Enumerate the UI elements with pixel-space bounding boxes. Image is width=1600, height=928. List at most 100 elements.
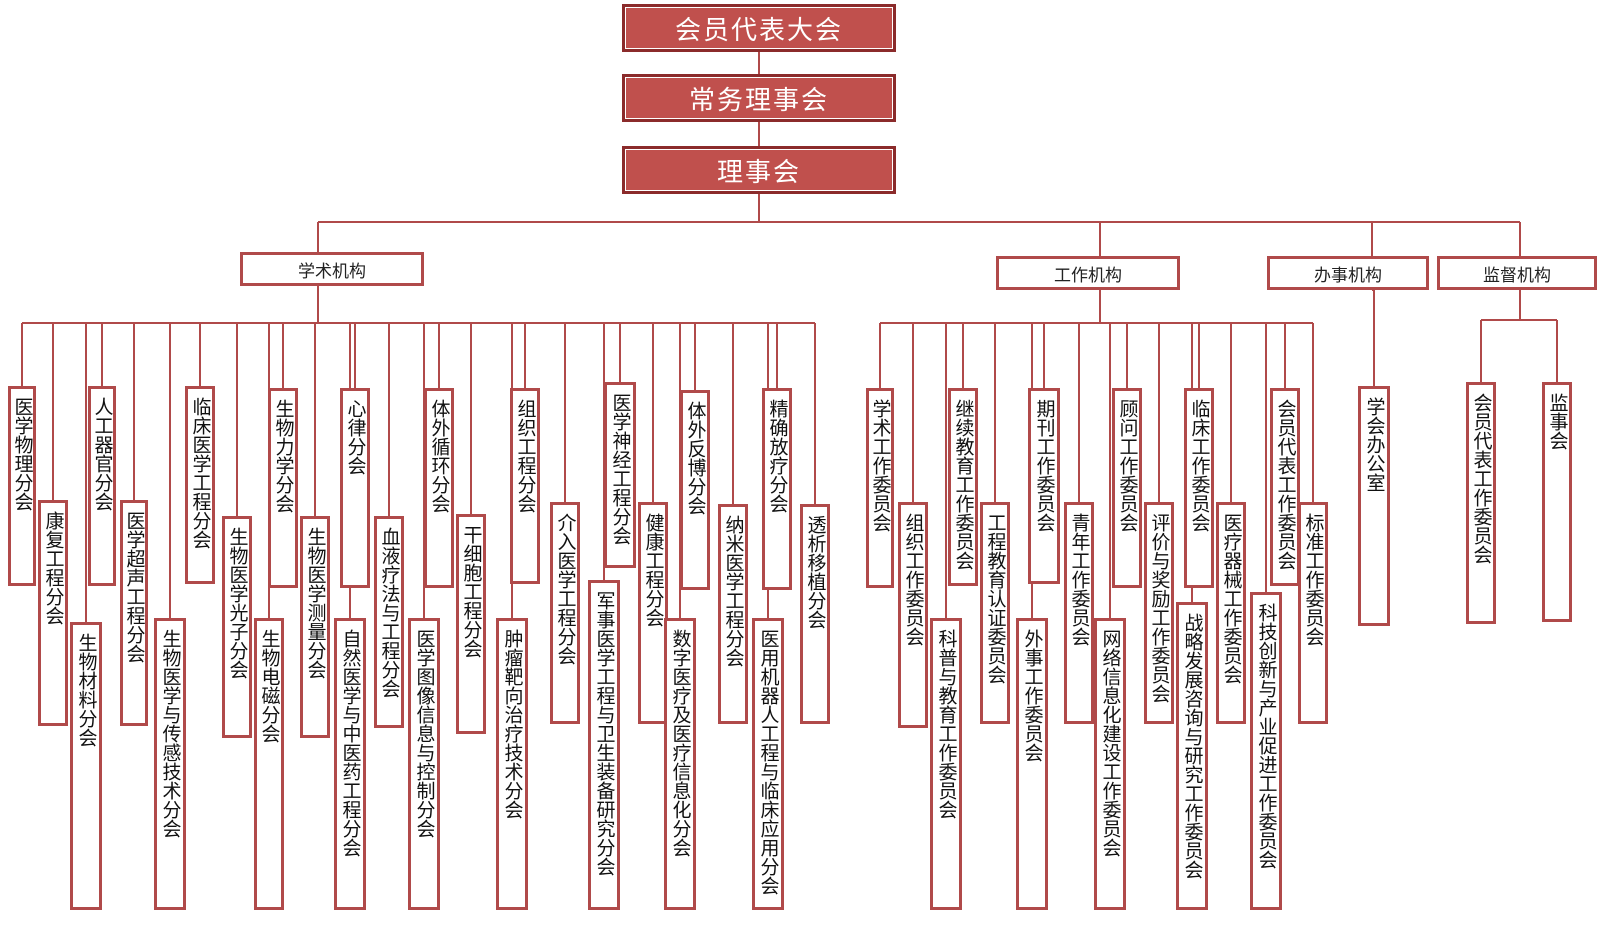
- academic-box-16-label: 干细胞工程分会: [460, 525, 483, 658]
- work-box-9-label: 网络信息化建设工作委员会: [1099, 629, 1122, 857]
- academic-box-28-label: 透析移植分会: [804, 515, 827, 629]
- work-box-7: 青年工作委员会: [1064, 502, 1094, 724]
- academic-box-1: 康复工程分会: [38, 500, 68, 726]
- academic-box-15: 医学图像信息与控制分会: [408, 618, 440, 910]
- top-box-2: 理事会: [622, 146, 896, 194]
- work-box-13-label: 医疗器械工作委员会: [1220, 513, 1243, 684]
- work-box-9: 网络信息化建设工作委员会: [1094, 618, 1126, 910]
- academic-box-13-label: 血液疗法与工程分会: [378, 527, 401, 698]
- work-box-15: 科技创新与产业促进工作委员会: [1250, 592, 1282, 910]
- academic-box-6: 临床医学工程分会: [185, 386, 215, 584]
- top-box-2-label: 理事会: [716, 157, 801, 188]
- supervision-box-0: 会员代表工作委员会: [1466, 382, 1496, 624]
- academic-box-19: 介入医学工程分会: [550, 502, 580, 724]
- work-box-16: 标准工作委员会: [1298, 502, 1328, 724]
- academic-box-14: 体外循环分会: [424, 388, 454, 588]
- academic-box-2: 生物材料分会: [70, 622, 102, 910]
- supervision-box-1-label: 监事会: [1546, 393, 1569, 450]
- academic-box-3-label: 人工器官分会: [91, 397, 114, 511]
- academic-box-17-label: 肿瘤靶向治疗技术分会: [501, 629, 524, 819]
- work-box-2-label: 继续教育工作委员会: [952, 399, 975, 570]
- academic-box-28: 透析移植分会: [800, 504, 830, 724]
- academic-box-16: 干细胞工程分会: [456, 514, 486, 734]
- work-box-3: 科普与教育工作委员会: [930, 618, 962, 910]
- work-box-1-label: 组织工作委员会: [902, 513, 925, 646]
- work-box-11-label: 临床工作委员会: [1188, 399, 1211, 532]
- work-box-12: 战略发展咨询与研究工作委员会: [1176, 602, 1208, 910]
- work-box-16-label: 标准工作委员会: [1302, 513, 1325, 646]
- supervision-box-1: 监事会: [1542, 382, 1572, 622]
- academic-box-11: 心律分会: [340, 388, 370, 588]
- academic-box-20: 医学神经工程分会: [604, 382, 636, 568]
- academic-box-14-label: 体外循环分会: [428, 399, 451, 513]
- work-box-4-label: 工程教育认证委员会: [984, 513, 1007, 684]
- work-box-5-label: 期刊工作委员会: [1033, 399, 1056, 532]
- work-box-6: 外事工作委员会: [1016, 618, 1048, 910]
- academic-box-26-label: 精确放疗分会: [766, 399, 789, 513]
- academic-box-23-label: 数字医疗及医疗信息化分会: [669, 629, 692, 857]
- academic-box-21-label: 军事医学工程与卫生装备研究分会: [593, 591, 616, 876]
- academic-box-7-label: 生物医学光子分会: [226, 527, 249, 679]
- work-box-11: 临床工作委员会: [1184, 388, 1214, 588]
- academic-box-5: 生物医学与传感技术分会: [154, 618, 186, 910]
- academic-box-11-label: 心律分会: [344, 399, 367, 475]
- work-box-2: 继续教育工作委员会: [948, 388, 978, 586]
- office-box-0: 学会办公室: [1358, 386, 1390, 626]
- academic-box-1-label: 康复工程分会: [42, 511, 65, 625]
- work-box-8-label: 顾问工作委员会: [1116, 399, 1139, 532]
- academic-box-8: 生物电磁分会: [254, 618, 284, 910]
- work-box-10: 评价与奖励工作委员会: [1144, 502, 1174, 724]
- category-box-3: 监督机构: [1437, 256, 1597, 290]
- work-box-3-label: 科普与教育工作委员会: [935, 629, 958, 819]
- work-box-5: 期刊工作委员会: [1028, 388, 1060, 584]
- work-box-14: 会员代表工作委员会: [1270, 388, 1300, 586]
- office-box-0-label: 学会办公室: [1363, 397, 1386, 492]
- academic-box-15-label: 医学图像信息与控制分会: [413, 629, 436, 838]
- academic-box-12-label: 自然医学与中医药工程分会: [339, 629, 362, 857]
- top-box-1-label: 常务理事会: [688, 85, 829, 116]
- work-box-13: 医疗器械工作委员会: [1216, 502, 1246, 724]
- academic-box-25-label: 纳米医学工程分会: [722, 515, 745, 667]
- academic-box-17: 肿瘤靶向治疗技术分会: [496, 618, 528, 910]
- top-box-0: 会员代表大会: [622, 4, 896, 52]
- academic-box-19-label: 介入医学工程分会: [554, 513, 577, 665]
- category-box-2-label: 办事机构: [1314, 265, 1382, 286]
- work-box-12-label: 战略发展咨询与研究工作委员会: [1181, 613, 1204, 879]
- category-box-1-label: 工作机构: [1054, 265, 1122, 286]
- academic-box-27: 医用机器人工程与临床应用分会: [752, 618, 784, 910]
- top-box-1: 常务理事会: [622, 74, 896, 122]
- academic-box-9-label: 生物力学分会: [272, 399, 295, 513]
- academic-box-20-label: 医学神经工程分会: [609, 393, 632, 545]
- work-box-6-label: 外事工作委员会: [1021, 629, 1044, 762]
- work-box-7-label: 青年工作委员会: [1068, 513, 1091, 646]
- academic-box-21: 军事医学工程与卫生装备研究分会: [588, 580, 620, 910]
- academic-box-5-label: 生物医学与传感技术分会: [159, 629, 182, 838]
- category-box-3-label: 监督机构: [1483, 265, 1551, 286]
- academic-box-26: 精确放疗分会: [762, 388, 792, 590]
- academic-box-3: 人工器官分会: [88, 386, 116, 586]
- academic-box-4-label: 医学超声工程分会: [123, 511, 146, 663]
- work-box-14-label: 会员代表工作委员会: [1274, 399, 1297, 570]
- work-box-4: 工程教育认证委员会: [980, 502, 1010, 724]
- academic-box-22-label: 健康工程分会: [642, 513, 665, 627]
- academic-box-18: 组织工程分会: [510, 388, 540, 584]
- academic-box-10: 生物医学测量分会: [300, 516, 330, 738]
- work-box-15-label: 科技创新与产业促进工作委员会: [1255, 603, 1278, 869]
- category-box-0: 学术机构: [240, 252, 424, 286]
- academic-box-13: 血液疗法与工程分会: [374, 516, 404, 728]
- work-box-0: 学术工作委员会: [866, 388, 894, 588]
- work-box-0-label: 学术工作委员会: [869, 399, 892, 532]
- academic-box-2-label: 生物材料分会: [75, 633, 98, 747]
- academic-box-24-label: 体外反博分会: [684, 401, 707, 515]
- work-box-8: 顾问工作委员会: [1112, 388, 1142, 588]
- work-box-1: 组织工作委员会: [898, 502, 928, 728]
- academic-box-10-label: 生物医学测量分会: [304, 527, 327, 679]
- category-box-2: 办事机构: [1267, 256, 1429, 290]
- top-box-0-label: 会员代表大会: [674, 15, 843, 46]
- academic-box-0: 医学物理分会: [8, 386, 36, 586]
- academic-box-7: 生物医学光子分会: [222, 516, 252, 738]
- academic-box-25: 纳米医学工程分会: [718, 504, 748, 724]
- category-box-0-label: 学术机构: [298, 261, 366, 282]
- academic-box-27-label: 医用机器人工程与临床应用分会: [757, 629, 780, 895]
